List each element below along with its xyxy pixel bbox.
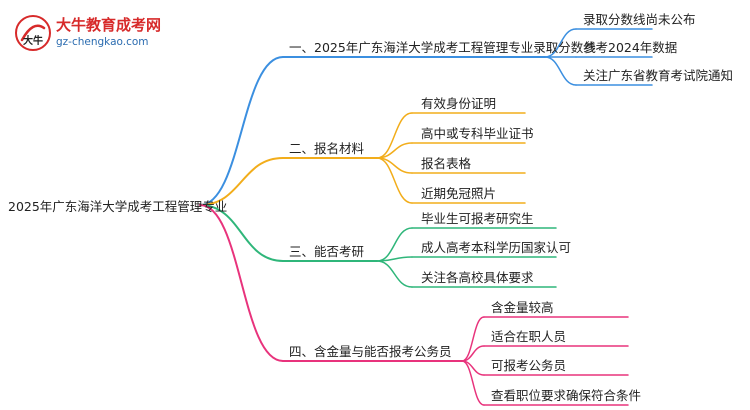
branch-4-child-4-label: 查看职位要求确保符合条件 [491, 388, 642, 403]
branch-1-child-3-connector [544, 56, 577, 86]
branch-2-child-4-label: 近期免冠照片 [421, 186, 497, 201]
root-topic: 2025年广东海洋大学成考工程管理专业 [8, 199, 228, 214]
branch-4-child-4-connector [461, 360, 485, 406]
branch-4-child-3-label: 可报考公务员 [491, 358, 567, 373]
branch-2-child-4-connector [376, 157, 413, 204]
branch-1-child-1-connector [544, 28, 577, 58]
branch-4-child-2-label: 适合在职人员 [491, 329, 567, 344]
branch-3-child-2-connector [376, 256, 413, 262]
branch-3-connector [199, 204, 284, 262]
branch-1-child-2-label: 参考2024年数据 [583, 40, 678, 55]
branch-3-child-1-label: 毕业生可报考研究生 [421, 211, 534, 226]
branch-2-child-1-label: 有效身份证明 [421, 96, 497, 111]
branch-2-connector [199, 157, 284, 206]
branch-1-child-1-label: 录取分数线尚未公布 [583, 12, 696, 27]
branch-3-child-1-connector [376, 227, 413, 262]
branch-2-child-2-label: 高中或专科毕业证书 [421, 126, 534, 141]
branch-3-child-3-label: 关注各高校具体要求 [421, 270, 534, 285]
logo-title: 大牛教育成考网 [56, 16, 162, 34]
branch-2-child-3-label: 报名表格 [421, 156, 472, 171]
branch-3-label: 三、能否考研 [289, 244, 365, 259]
branch-4-label: 四、含金量与能否报考公务员 [289, 344, 452, 359]
branch-3-child-3-connector [376, 260, 413, 288]
logo-badge-text: 大牛 [23, 34, 43, 47]
logo: 大牛 大牛教育成考网 gz-chengkao.com [14, 14, 174, 54]
branch-4-connector [199, 204, 284, 362]
branch-1-child-3-label: 关注广东省教育考试院通知 [583, 68, 734, 83]
logo-badge-icon: 大牛 [15, 15, 51, 51]
logo-url: gz-chengkao.com [56, 36, 149, 48]
branch-4-child-1-label: 含金量较高 [491, 300, 554, 315]
branch-1-label: 一、2025年广东海洋大学成考工程管理专业录取分数线 [289, 40, 596, 55]
branch-2-child-1-connector [376, 112, 413, 159]
branch-2-label: 二、报名材料 [289, 141, 365, 156]
branch-3-child-2-label: 成人高考本科学历国家认可 [421, 240, 572, 255]
branch-1-connector [199, 56, 284, 206]
branch-4-child-1-connector [461, 316, 485, 362]
